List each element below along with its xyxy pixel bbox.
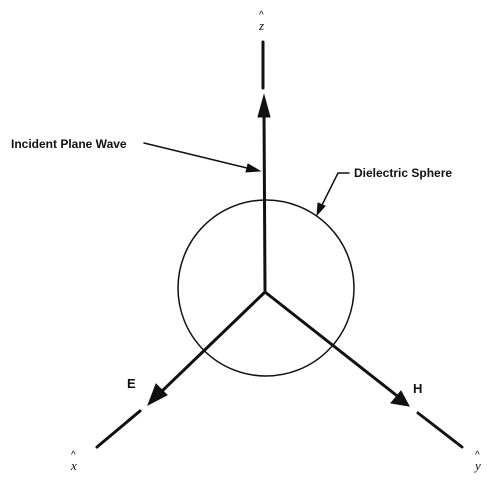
e-field-label: E <box>127 376 136 391</box>
incident-wave-leader <box>143 142 252 170</box>
h-field-label: H <box>413 381 422 396</box>
dielectric-sphere-circle <box>177 199 355 377</box>
x-axis-label: x <box>70 458 77 473</box>
z-axis-hat: ^ <box>259 10 264 21</box>
y-axis-hat: ^ <box>475 450 480 461</box>
x-axis-segment <box>95 409 142 449</box>
e-vector-arrowhead <box>147 383 168 407</box>
z-axis-label: z <box>258 18 264 33</box>
incident-plane-wave-label: Incident Plane Wave <box>11 137 127 151</box>
dielectric-sphere-label: Dielectric Sphere <box>354 166 452 180</box>
dielectric-sphere-leader <box>320 172 350 208</box>
y-axis-segment <box>416 411 464 449</box>
z-axis-lower-segment <box>262 110 267 292</box>
dielectric-sphere-leader-arrowhead <box>316 202 326 217</box>
z-axis-arrowhead <box>257 93 271 118</box>
h-vector-line <box>263 290 398 397</box>
incident-wave-leader-arrowhead <box>245 163 262 173</box>
e-vector-line <box>158 290 267 395</box>
h-vector-arrowhead <box>390 390 410 407</box>
y-axis-label: y <box>473 458 481 473</box>
x-axis-hat: ^ <box>71 450 76 461</box>
